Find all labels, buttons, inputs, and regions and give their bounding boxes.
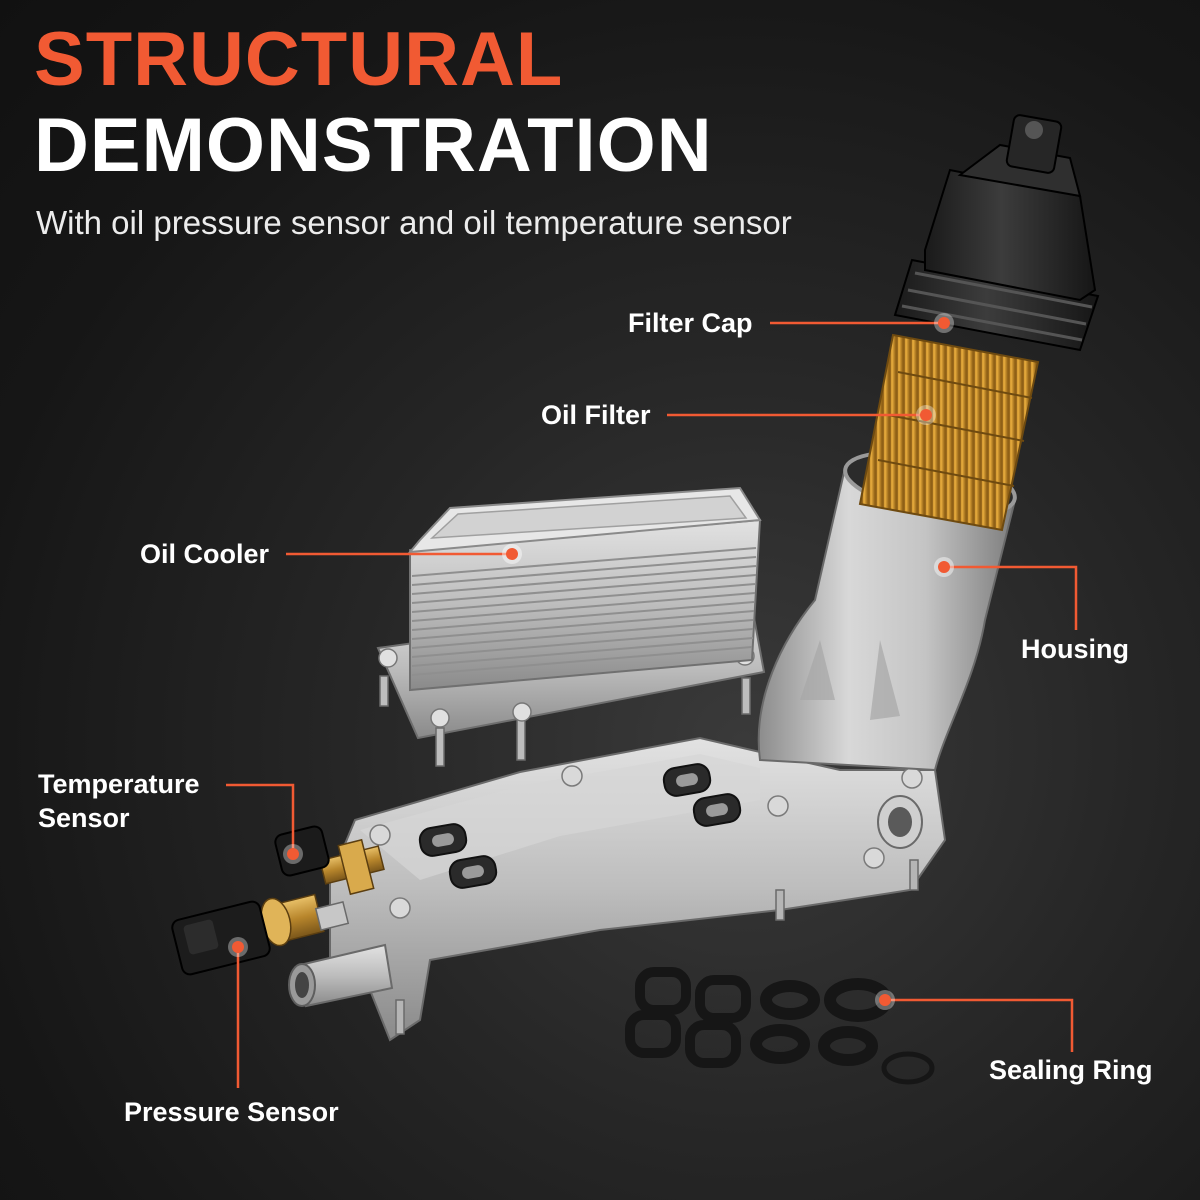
headline-line-1: STRUCTURAL xyxy=(34,17,564,102)
leader-housing xyxy=(944,565,1078,630)
temperature-sensor xyxy=(274,825,385,896)
sealing-rings xyxy=(625,967,935,1085)
adapter-base xyxy=(288,736,947,1042)
marker-oil-filter xyxy=(916,405,936,425)
label-oil-filter: Oil Filter xyxy=(541,400,651,430)
marker-temperature-sensor xyxy=(283,844,303,864)
label-filter-cap: Filter Cap xyxy=(628,308,753,338)
label-temperature-sensor-line1: Temperature xyxy=(38,769,200,799)
callout-markers xyxy=(228,313,954,1010)
marker-sealing-ring xyxy=(875,990,895,1010)
marker-filter-cap xyxy=(934,313,954,333)
subtitle: With oil pressure sensor and oil tempera… xyxy=(36,204,792,241)
oil-filter xyxy=(858,333,1040,532)
label-oil-cooler: Oil Cooler xyxy=(140,539,270,569)
label-sealing-ring: Sealing Ring xyxy=(989,1055,1153,1085)
pressure-sensor xyxy=(171,893,350,976)
leader-sealing-ring xyxy=(885,998,1074,1052)
label-housing: Housing xyxy=(1021,634,1129,664)
filter-cap xyxy=(893,114,1100,352)
marker-housing xyxy=(934,557,954,577)
marker-pressure-sensor xyxy=(228,937,248,957)
headline-line-2: DEMONSTRATION xyxy=(34,103,713,188)
leader-temperature-sensor xyxy=(226,783,295,850)
oil-cooler xyxy=(376,486,766,767)
label-pressure-sensor: Pressure Sensor xyxy=(124,1097,339,1127)
marker-oil-cooler xyxy=(502,544,522,564)
callout-leaders xyxy=(226,321,1078,1088)
label-temperature-sensor-line2: Sensor xyxy=(38,803,130,833)
